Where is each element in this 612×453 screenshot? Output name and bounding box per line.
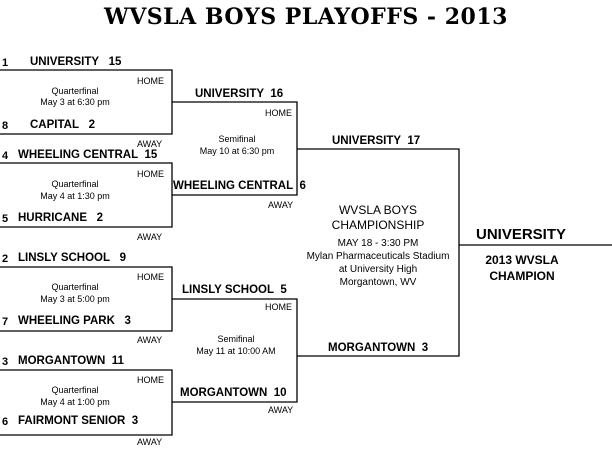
qf4-home-label: HOME: [137, 375, 164, 385]
champion-team: UNIVERSITY: [476, 226, 567, 243]
qf2-top-seed: 4: [2, 150, 9, 162]
sf2-home-label: HOME: [265, 302, 292, 312]
qf4-bottom-seed: 6: [2, 416, 9, 428]
final-venue-1: Mylan Pharmaceuticals Stadium: [306, 251, 450, 262]
qf3-round: Quarterfinal: [51, 282, 99, 292]
qf1-date: May 3 at 6:30 pm: [40, 97, 110, 107]
sf1-top-team: UNIVERSITY 16: [195, 88, 284, 100]
qf4-date: May 4 at 1:00 pm: [40, 397, 110, 407]
qf3-bottom-seed: 7: [2, 316, 9, 328]
qf2-top-score: 15: [144, 149, 158, 161]
qf2-bottom-team: HURRICANE 2: [18, 212, 103, 224]
sf1-date: May 10 at 6:30 pm: [199, 146, 275, 156]
sf2-top-score: 5: [280, 284, 287, 296]
sf2-bracket-line: [172, 298, 298, 403]
sf1-bottom-team: WHEELING CENTRAL 6: [173, 180, 306, 192]
qf2-away-label: AWAY: [137, 232, 163, 242]
final-venue-2: at University High: [338, 264, 418, 275]
qf4-away-label: AWAY: [137, 437, 163, 447]
qf4-round: Quarterfinal: [51, 385, 99, 395]
sf2-date: May 11 at 10:00 AM: [196, 346, 276, 356]
sf2-round: Semifinal: [217, 334, 255, 344]
qf1-round: Quarterfinal: [51, 86, 99, 96]
sf1-away-label: AWAY: [268, 200, 294, 210]
qf3-bottom-team: WHEELING PARK 3: [18, 315, 131, 327]
qf2-bottom-seed: 5: [2, 213, 9, 225]
qf4-top-score: 11: [111, 355, 124, 367]
sf1-home-label: HOME: [265, 108, 292, 118]
qf3-top-team: LINSLY SCHOOL 9: [18, 252, 127, 264]
sf2-away-label: AWAY: [268, 405, 294, 415]
final-title-line2: CHAMPIONSHIP: [331, 218, 425, 232]
sf2-bottom-team: MORGANTOWN 10: [180, 387, 287, 399]
sf1-bottom-score: 6: [299, 180, 306, 192]
qf2-bottom-score: 2: [96, 212, 103, 224]
final-bottom-score: 3: [421, 342, 429, 354]
qf1-bottom-score: 2: [88, 119, 95, 131]
qf1-home-label: HOME: [137, 76, 164, 86]
final-top-team: UNIVERSITY 17: [332, 135, 421, 147]
final-bottom-team: MORGANTOWN 3: [328, 342, 429, 354]
final-bracket-line: [297, 148, 460, 357]
qf3-date: May 3 at 5:00 pm: [40, 294, 110, 304]
qf2-round: Quarterfinal: [51, 179, 99, 189]
qf4-top-seed: 3: [2, 356, 9, 368]
final-title-line1: WVSLA BOYS: [338, 203, 418, 217]
qf4-bottom-score: 3: [131, 415, 139, 427]
page-title: WVSLA BOYS PLAYOFFS - 2013: [104, 4, 508, 30]
final-city: Morgantown, WV: [339, 277, 417, 288]
champion-line1: 2013 WVSLA: [485, 253, 559, 267]
sf2-top-team: LINSLY SCHOOL 5: [182, 284, 287, 296]
qf1-top-seed: 1: [2, 57, 9, 69]
qf1-top-score: 15: [108, 56, 122, 68]
sf1-round: Semifinal: [218, 134, 256, 144]
qf3-bottom-score: 3: [124, 315, 131, 327]
qf1-bottom-team: CAPITAL 2: [30, 119, 95, 131]
final-date: MAY 18 - 3:30 PM: [337, 238, 419, 249]
final-top-score: 17: [407, 135, 421, 147]
qf3-away-label: AWAY: [137, 335, 163, 345]
sf1-top-score: 16: [270, 88, 284, 100]
qf2-date: May 4 at 1:30 pm: [40, 191, 110, 201]
qf2-home-label: HOME: [137, 169, 164, 179]
qf4-top-team: MORGANTOWN 11: [18, 355, 124, 367]
champion-line2: CHAMPION: [489, 269, 555, 283]
qf3-home-label: HOME: [137, 272, 164, 282]
qf1-away-label: AWAY: [137, 139, 163, 149]
qf4-bottom-team: FAIRMONT SENIOR 3: [18, 415, 139, 427]
qf3-top-seed: 2: [2, 253, 9, 265]
qf1-bottom-seed: 8: [2, 120, 9, 132]
sf2-bottom-score: 10: [273, 387, 287, 399]
qf1-top-team: UNIVERSITY 15: [30, 56, 122, 68]
qf3-top-score: 9: [119, 252, 127, 264]
qf2-top-team: WHEELING CENTRAL 15: [18, 149, 158, 161]
